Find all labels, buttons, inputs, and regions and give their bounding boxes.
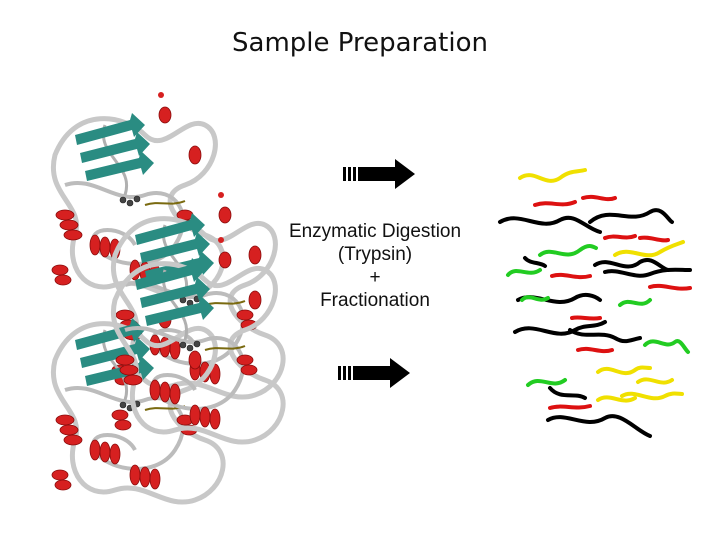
peptide-black-9: [548, 386, 587, 400]
peptide-green-4: [618, 298, 652, 307]
peptide-yellow-5: [596, 395, 637, 403]
peptide-red-4: [638, 235, 670, 243]
arrow-icon-bottom: [338, 358, 410, 388]
peptide-red-1: [533, 200, 577, 207]
peptide-fragments: [498, 168, 692, 438]
peptide-red-8: [576, 346, 614, 354]
process-caption: Enzymatic Digestion (Trypsin) + Fraction…: [250, 220, 500, 312]
peptide-red-5: [550, 272, 592, 280]
peptide-green-2: [506, 268, 542, 277]
peptide-red-9: [548, 404, 592, 410]
peptide-red-2: [581, 194, 617, 202]
peptide-red-7: [570, 315, 602, 321]
peptide-black-1: [498, 215, 602, 234]
peptide-green-6: [526, 378, 567, 387]
peptide-yellow-4: [636, 377, 674, 385]
caption-line-plus: +: [369, 267, 381, 288]
peptide-yellow-3: [596, 365, 652, 376]
peptide-yellow-2: [613, 240, 685, 258]
peptide-green-3: [520, 295, 550, 302]
peptide-black-3: [523, 256, 547, 268]
caption-line-trypsin: (Trypsin): [337, 244, 413, 265]
peptide-black-2: [588, 208, 674, 224]
peptide-yellow-1: [518, 168, 587, 183]
peptide-yellow-6: [620, 391, 684, 401]
caption-line-digestion: Enzymatic Digestion: [288, 221, 462, 242]
peptide-black-10: [546, 414, 652, 438]
peptide-green-5: [643, 339, 690, 354]
peptide-black-5: [603, 267, 692, 278]
peptide-black-7: [513, 320, 607, 336]
peptide-green-1: [538, 244, 598, 257]
caption-line-fractionation: Fractionation: [320, 290, 430, 311]
peptide-black-8: [568, 328, 642, 344]
arrow-icon-top: [343, 159, 415, 189]
slide-title: Sample Preparation: [232, 28, 488, 58]
peptide-red-3: [603, 234, 637, 240]
peptide-black-4: [593, 258, 670, 272]
peptide-red-6: [648, 283, 692, 291]
